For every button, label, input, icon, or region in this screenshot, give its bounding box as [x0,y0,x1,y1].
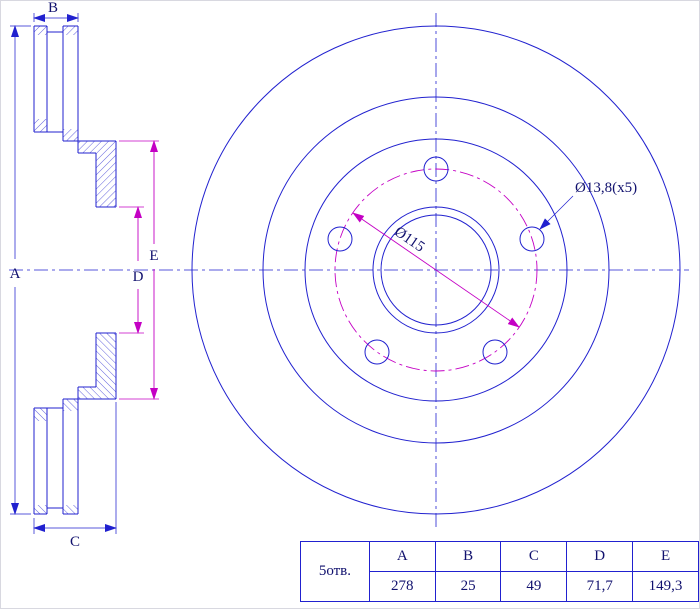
table-header-e: E [632,541,699,572]
bolt-hole [482,339,508,365]
bolt-hole [327,226,353,252]
bolt-circle-diameter-label: Ø115 [391,224,427,256]
bolt-holes [327,156,545,365]
hatch-area [34,26,47,35]
outer-diameter-circle [191,25,681,515]
dimension-B: B [33,1,79,22]
section-top-half [33,25,117,208]
table-value-a: 278 [368,571,436,602]
section-view [33,25,117,515]
hatch-area [63,26,78,35]
hub-flange-circle [304,138,568,402]
table-header-row: 5отв. A B C D E [300,541,699,602]
table-header-c: C [500,541,568,572]
table-value-row: 278 25 49 71,7 149,3 [301,571,699,602]
table-value-b: 25 [434,571,502,602]
dimension-label-b: B [48,1,58,16]
dimension-label-d: D [133,269,144,285]
table-value-e: 149,3 [632,571,699,602]
dimension-E: E [119,140,159,400]
bolt-hole [364,339,390,365]
dimension-label-c: C [70,534,80,550]
section-bottom-half [33,332,117,515]
table-value-c: 49 [500,571,568,602]
bolt-hole [423,156,449,182]
hatch-area [96,153,116,207]
table-header-a: A [368,541,436,572]
table-header-b: B [434,541,502,572]
table-value-d: 71,7 [566,571,634,602]
dimension-D: D [119,206,144,334]
dimension-C: C [33,402,117,550]
bolt-hole [519,226,545,252]
holes-diameter-label: Ø13,8(x5) [575,180,637,196]
table-row-label: 5отв. [300,541,370,602]
dimension-annotations: B A C D [10,1,638,550]
dimensions-table: 5отв. A B C D E 278 25 49 71,7 149,3 [300,541,699,602]
dimension-label-a: A [10,266,21,282]
dimension-holes-callout: Ø13,8(x5) [539,180,637,230]
hatch-area [34,119,47,132]
friction-band-inner-circle [262,96,610,444]
centerlines [9,13,689,528]
bolt-circle [334,168,538,372]
table-header-d: D [566,541,634,572]
dimension-label-e: E [149,248,158,264]
dimension-A: A [10,25,31,515]
hatch-area [63,129,78,141]
hatch-area [78,141,116,153]
